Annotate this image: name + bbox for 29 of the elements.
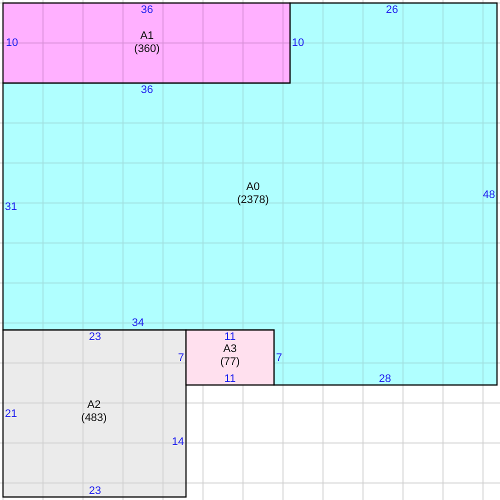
dimension-label: 7 [178,352,184,364]
area-name: A3 [223,343,237,356]
dimension-label: 28 [378,373,392,385]
room-area [3,3,497,385]
dimension-label: 21 [4,408,18,420]
area-value: (77) [220,356,240,369]
dimension-label: 26 [386,4,398,16]
dimension-label: 11 [224,331,236,343]
area-value: (483) [81,412,107,425]
area-name: A0 [246,181,260,194]
dimension-label: 23 [88,331,102,343]
dimension-label: 31 [4,201,18,213]
dimension-label: 10 [292,37,304,49]
dimension-label: 34 [132,317,144,329]
dimension-label: 36 [140,4,154,16]
area-value: (360) [134,43,160,56]
dimension-label: 36 [140,84,154,96]
dimension-label: 14 [172,436,184,448]
room-area [186,330,274,385]
area-name: A2 [87,399,101,412]
room-area [3,3,290,83]
dimension-label: 11 [224,373,236,385]
dimension-label: 10 [6,37,18,49]
dimension-label: 7 [276,352,282,364]
dimension-label: 23 [88,485,102,497]
dimension-label: 48 [482,189,496,201]
room-area [3,330,186,497]
area-value: (2378) [237,194,269,207]
area-name: A1 [140,30,154,43]
